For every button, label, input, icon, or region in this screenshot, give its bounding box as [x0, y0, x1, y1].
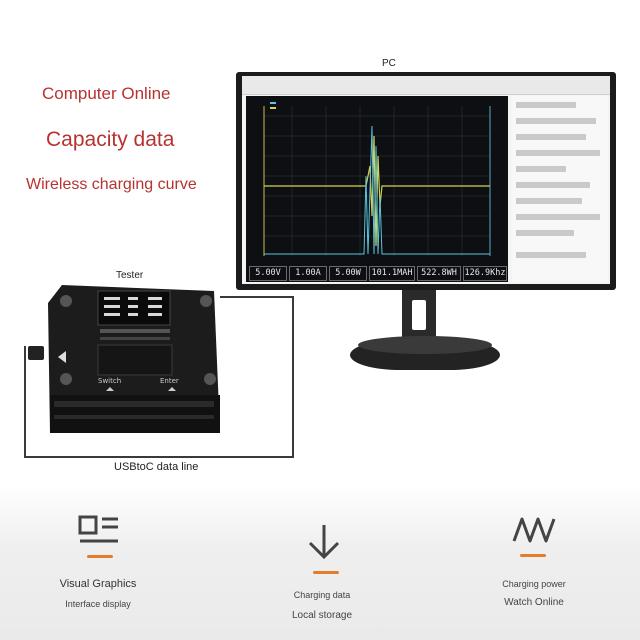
- document-lines-icon: [78, 515, 120, 552]
- usb-cable-left: [24, 346, 26, 458]
- headline-computer-online: Computer Online: [42, 84, 171, 103]
- feature-3-title: Charging power: [502, 579, 566, 589]
- monitor-stand-top: [358, 336, 492, 354]
- feature-3-subtitle: Watch Online: [504, 597, 564, 608]
- readout-energy: 522.8WH: [417, 266, 461, 281]
- feature-1-subtitle: Interface display: [65, 599, 131, 609]
- tester-graphic: Switch Enter: [48, 285, 220, 433]
- waveform-plot: [246, 96, 508, 276]
- accent-bar-3: [520, 554, 546, 557]
- usb-cable-top: [220, 296, 294, 298]
- pc-label: PC: [382, 58, 396, 69]
- waveform-icon: [512, 515, 558, 550]
- tester-label: Tester: [116, 270, 144, 281]
- usb-cable-vertical: [292, 296, 294, 458]
- usb-cable-bottom: [24, 456, 294, 458]
- tester-device: Switch Enter: [48, 283, 220, 443]
- download-arrow-icon: [306, 523, 342, 568]
- readout-current: 1.00A: [289, 266, 327, 281]
- settings-panel: [512, 96, 608, 282]
- readout-voltage: 5.00V: [249, 266, 287, 281]
- usb-cable-label: USBtoC data line: [114, 461, 199, 473]
- svg-text:Switch: Switch: [98, 377, 121, 385]
- feature-2-title: Charging data: [293, 590, 351, 600]
- usb-plug: [28, 346, 44, 360]
- svg-text:Enter: Enter: [160, 377, 179, 385]
- readout-power: 5.00W: [329, 266, 367, 281]
- feature-strip: Visual Graphics Interface display Chargi…: [0, 485, 640, 640]
- app-toolbar: [242, 76, 610, 95]
- readout-bar: 5.00V 1.00A 5.00W 101.1MAH 522.8WH 126.9…: [246, 264, 508, 282]
- feature-2-subtitle: Local storage: [291, 610, 353, 621]
- readout-frequency: 126.9Khz: [463, 266, 507, 281]
- monitor-stand-hole: [412, 300, 426, 330]
- headline-capacity-data: Capacity data: [46, 128, 175, 151]
- plot-graphic: [263, 102, 491, 256]
- headline-wireless-curve: Wireless charging curve: [26, 176, 197, 193]
- accent-bar-2: [313, 571, 339, 574]
- accent-bar-1: [87, 555, 113, 558]
- feature-1-title: Visual Graphics: [59, 578, 137, 590]
- monitor-screen: 5.00V 1.00A 5.00W 101.1MAH 522.8WH 126.9…: [242, 76, 610, 284]
- readout-capacity: 101.1MAH: [369, 266, 415, 281]
